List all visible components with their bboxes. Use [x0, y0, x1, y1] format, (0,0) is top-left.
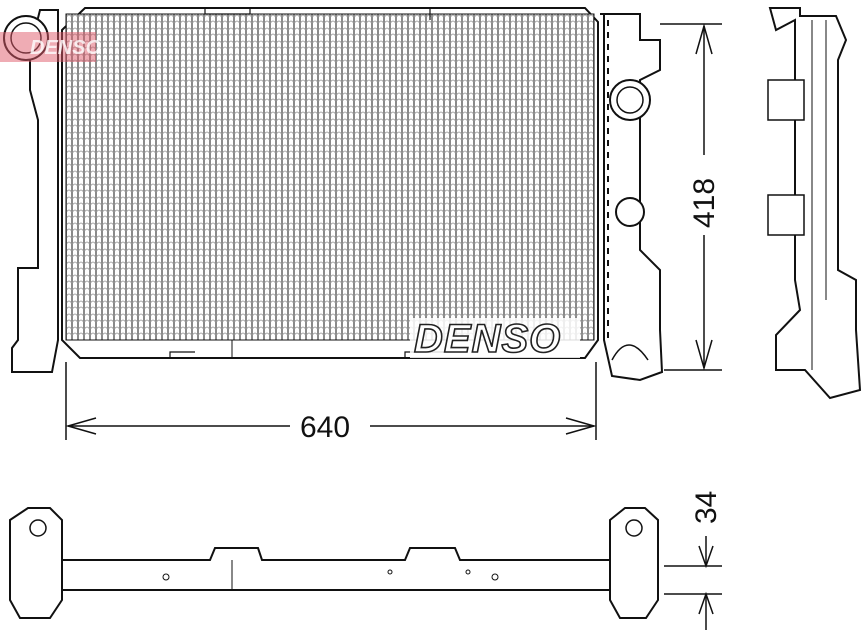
- front-view: [3, 7, 664, 382]
- height-dimension: [660, 23, 722, 371]
- logo-background: [410, 318, 580, 358]
- bottom-view: [9, 507, 659, 619]
- side-view: [767, 7, 862, 400]
- brand-logo: DENSO: [414, 317, 561, 361]
- width-dimension: [65, 362, 597, 440]
- width-label: 640: [300, 411, 350, 444]
- filler-neck: [615, 197, 645, 227]
- depth-dimension: [664, 536, 722, 630]
- watermark-logo: DENSO: [30, 37, 102, 59]
- left-tank: [11, 9, 59, 373]
- right-tank: [600, 13, 664, 382]
- watermark-band: [0, 32, 96, 62]
- height-label: 418: [688, 178, 721, 228]
- depth-label: 34: [690, 491, 723, 524]
- radiator-core: [65, 13, 595, 341]
